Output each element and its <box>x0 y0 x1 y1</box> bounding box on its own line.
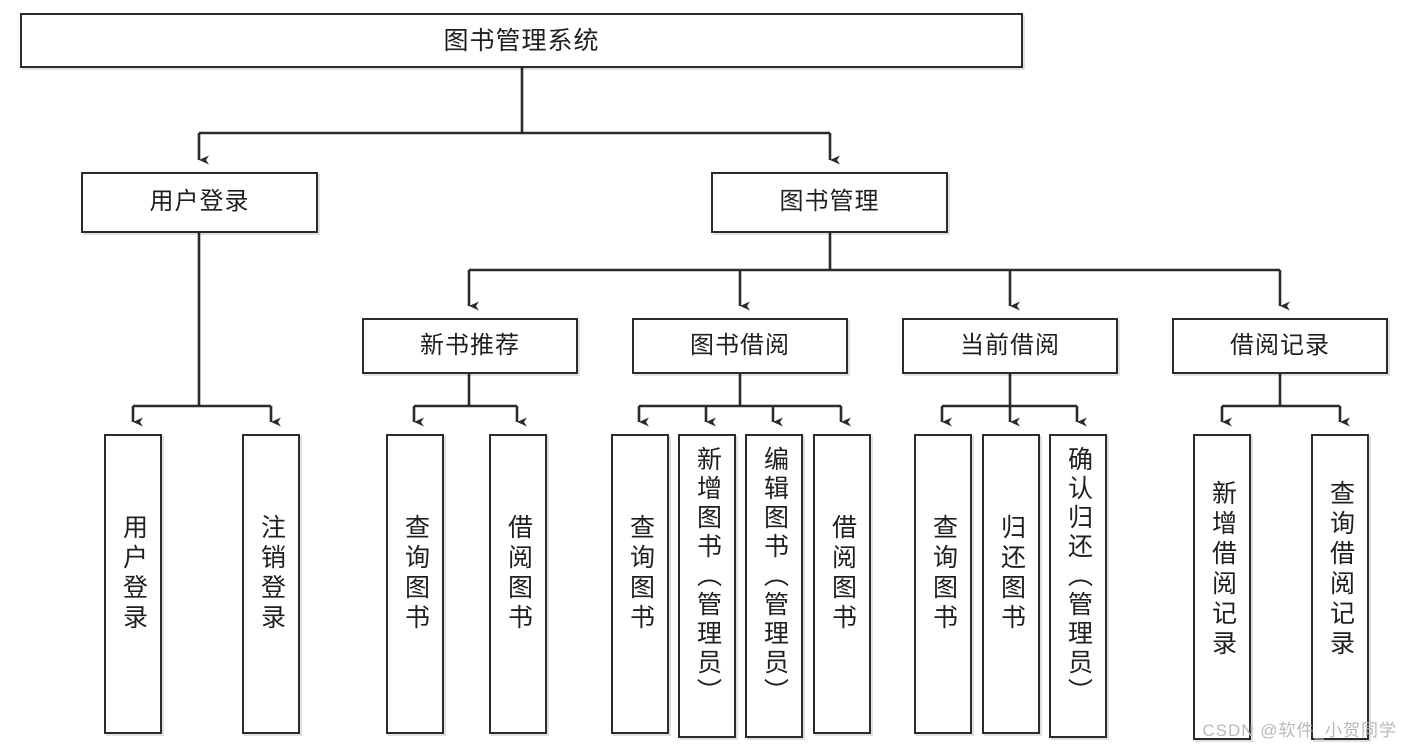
leaf-edit-book[interactable]: 编辑图书（管理员） <box>745 434 803 738</box>
leaf-add-record[interactable]: 新增借阅记录 <box>1193 434 1251 740</box>
node-root-label: 图书管理系统 <box>443 26 600 55</box>
node-current-borrow-label: 当前借阅 <box>960 331 1060 359</box>
node-root[interactable]: 图书管理系统 <box>20 13 1023 68</box>
leaf-add-book-label: 新增图书（管理员） <box>693 446 722 707</box>
leaf-add-record-label: 新增借阅记录 <box>1208 480 1237 660</box>
leaf-query-book-1[interactable]: 查询图书 <box>386 434 444 734</box>
node-current-borrow[interactable]: 当前借阅 <box>902 318 1118 374</box>
leaf-query-book-2-label: 查询图书 <box>626 514 655 634</box>
leaf-borrow-book-1-label: 借阅图书 <box>504 514 533 634</box>
node-book-borrow-label: 图书借阅 <box>690 331 790 359</box>
leaf-borrow-book-2[interactable]: 借阅图书 <box>813 434 871 734</box>
leaf-add-book[interactable]: 新增图书（管理员） <box>678 434 736 738</box>
leaf-user-login-label: 用户登录 <box>119 514 148 634</box>
node-user-login[interactable]: 用户登录 <box>81 172 318 233</box>
node-new-book-recommend[interactable]: 新书推荐 <box>362 318 578 374</box>
node-borrow-record[interactable]: 借阅记录 <box>1172 318 1388 374</box>
leaf-user-login[interactable]: 用户登录 <box>104 434 162 734</box>
leaf-query-book-1-label: 查询图书 <box>401 514 430 634</box>
leaf-query-book-2[interactable]: 查询图书 <box>611 434 669 734</box>
leaf-query-record-label: 查询借阅记录 <box>1326 480 1355 660</box>
leaf-return-book-label: 归还图书 <box>997 514 1026 634</box>
leaf-user-logout[interactable]: 注销登录 <box>242 434 300 734</box>
leaf-edit-book-label: 编辑图书（管理员） <box>760 446 789 707</box>
node-user-login-label: 用户登录 <box>149 188 250 216</box>
leaf-return-book[interactable]: 归还图书 <box>982 434 1040 734</box>
node-book-manage[interactable]: 图书管理 <box>711 172 948 233</box>
leaf-borrow-book-1[interactable]: 借阅图书 <box>489 434 547 734</box>
leaf-confirm-return-label: 确认归还（管理员） <box>1064 446 1093 707</box>
leaf-query-book-3[interactable]: 查询图书 <box>914 434 972 734</box>
leaf-query-book-3-label: 查询图书 <box>929 514 958 634</box>
node-book-manage-label: 图书管理 <box>779 188 880 216</box>
leaf-borrow-book-2-label: 借阅图书 <box>828 514 857 634</box>
leaf-user-logout-label: 注销登录 <box>257 514 286 634</box>
node-book-borrow[interactable]: 图书借阅 <box>632 318 848 374</box>
node-borrow-record-label: 借阅记录 <box>1230 331 1330 359</box>
node-new-book-recommend-label: 新书推荐 <box>420 331 520 359</box>
leaf-confirm-return[interactable]: 确认归还（管理员） <box>1049 434 1107 738</box>
leaf-query-record[interactable]: 查询借阅记录 <box>1311 434 1369 740</box>
csdn-watermark: CSDN @软件_小贺同学 <box>1202 721 1397 740</box>
